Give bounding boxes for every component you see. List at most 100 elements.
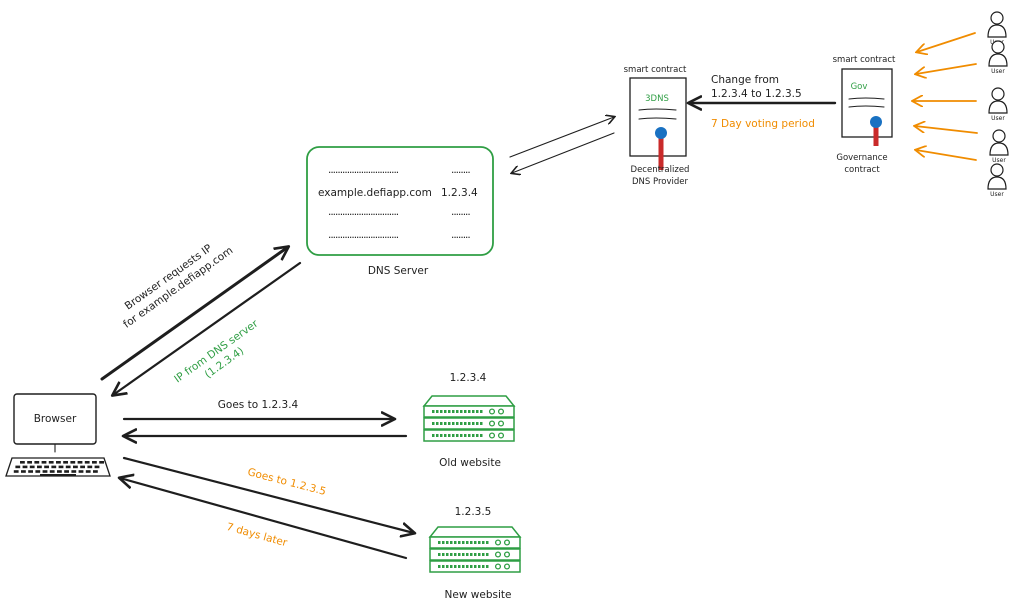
dns-server-box: [306, 146, 494, 256]
user-vote-arrow: [917, 32, 976, 52]
governance-smart-contract: smart contract Gov Governance contract: [833, 55, 896, 175]
dns-dots-row4-left: ..............................: [328, 229, 399, 241]
browser-request-label-2: for example.defiapp.com: [121, 244, 235, 330]
new-to-browser-arrow: [120, 478, 408, 560]
keyboard-key: [93, 470, 98, 473]
keyboard-key: [73, 465, 78, 469]
old-server-rack-icon: [422, 395, 516, 442]
keyboard-key: [42, 470, 48, 473]
keyboard-key: [94, 465, 100, 469]
gov-contract-caption-2: contract: [844, 165, 880, 175]
keyboard-key: [70, 461, 76, 464]
user-label: User: [990, 191, 1004, 198]
keyboard-key: [41, 461, 47, 464]
keyboard-key: [64, 470, 69, 473]
user-vote-arrow: [916, 63, 977, 74]
keyboard-key: [87, 465, 93, 469]
user-label: User: [992, 157, 1006, 164]
keyboard-key: [57, 470, 62, 473]
contract-to-dns-arrow: [512, 132, 615, 173]
gov-contract-doc: [841, 68, 893, 138]
keyboard-key: [34, 461, 40, 464]
user-icon: User: [988, 87, 1008, 122]
browser-keyboard: [5, 457, 111, 477]
user-label: User: [991, 68, 1005, 75]
keyboard-key: [99, 461, 104, 464]
keyboard-key: [37, 465, 42, 469]
keyboard-key: [65, 465, 71, 469]
dns-contract-header: smart contract: [624, 65, 687, 75]
dns-record-ip: 1.2.3.4: [441, 187, 478, 199]
keyboard-key: [48, 461, 54, 464]
keyboard-keys: [13, 461, 104, 476]
keyboard-key: [85, 470, 91, 473]
new-server-rack-icon: [428, 526, 522, 573]
user-icon: User: [988, 40, 1008, 75]
dns-dots-row3-left: ..............................: [328, 206, 399, 218]
keyboard-key: [77, 461, 83, 464]
keyboard-key: [58, 465, 64, 469]
gov-contract-badge: Gov: [851, 82, 868, 92]
keyboard-key: [49, 470, 55, 473]
keyboard-key: [92, 461, 97, 464]
gov-contract-doc-lines: [848, 97, 885, 108]
keyboard-key: [20, 461, 25, 464]
browser-label: Browser: [34, 413, 77, 425]
keyboard-key: [51, 465, 57, 469]
keyboard-key: [29, 465, 35, 469]
keyboard-key: [63, 461, 68, 464]
change-note-line2: 1.2.3.4 to 1.2.3.5: [711, 88, 802, 100]
dns-server: .............................. ........ …: [306, 146, 494, 277]
dns-dots-row1-left: ..............................: [328, 164, 399, 176]
dns-to-contract-arrow: [509, 117, 614, 158]
dns-smart-contract: smart contract 3DNS Decentralized DNS Pr…: [624, 65, 690, 187]
user-label: User: [991, 115, 1005, 122]
dns-contract-doc-lines: [638, 108, 677, 120]
keyboard-key: [80, 465, 85, 469]
keyboard-key: [15, 465, 21, 469]
users-group: UserUserUserUserUser: [913, 11, 1009, 198]
dns-contract-doc: [629, 77, 687, 157]
user-icon: User: [989, 129, 1009, 164]
keyboard-key: [56, 461, 61, 464]
keyboard-key: [84, 461, 90, 464]
keyboard-key: [35, 470, 41, 473]
user-icon: User: [987, 11, 1007, 46]
gov-contract-seal-icon: [870, 116, 882, 128]
gov-contract-header: smart contract: [833, 55, 896, 65]
browser-computer: Browser: [5, 393, 111, 477]
keyboard-key: [13, 470, 19, 473]
dns-contract-seal-icon: [655, 127, 667, 139]
user-vote-arrow: [915, 126, 978, 134]
keyboard-key: [71, 470, 77, 473]
old-site-ip: 1.2.3.4: [450, 372, 487, 384]
dns-dots-row4-right: ........: [451, 229, 470, 241]
dns-dots-row1-right: ........: [451, 164, 470, 176]
browser-to-new-arrow: [122, 456, 414, 533]
new-site-ip: 1.2.3.5: [455, 506, 492, 518]
dns-record-domain: example.defiapp.com: [318, 187, 432, 199]
dns-dots-row3-right: ........: [451, 206, 470, 218]
old-site-label: Old website: [439, 457, 501, 469]
keyboard-spacebar: [40, 474, 76, 476]
dns-contract-caption-1: Decentralized: [631, 165, 690, 175]
keyboard-key: [21, 470, 26, 473]
dns-contract-caption-2: DNS Provider: [632, 177, 689, 187]
keyboard-key: [44, 465, 49, 469]
browser-request-arrow: [100, 247, 288, 381]
user-icon: User: [987, 163, 1007, 198]
keyboard-key: [28, 470, 33, 473]
gov-contract-caption-1: Governance: [836, 153, 887, 163]
dns-contract-badge: 3DNS: [645, 94, 669, 104]
new-site-label: New website: [445, 589, 512, 601]
user-vote-arrow: [916, 150, 977, 161]
old-arrow-label: Goes to 1.2.3.4: [218, 399, 299, 411]
voting-period-label: 7 Day voting period: [711, 118, 815, 130]
keyboard-key: [22, 465, 28, 469]
new-return-label: 7 days later: [225, 521, 289, 549]
dns-server-label: DNS Server: [368, 265, 429, 277]
dns-response-arrow: [113, 261, 302, 395]
keyboard-key: [78, 470, 84, 473]
change-note-line1: Change from: [711, 74, 779, 86]
